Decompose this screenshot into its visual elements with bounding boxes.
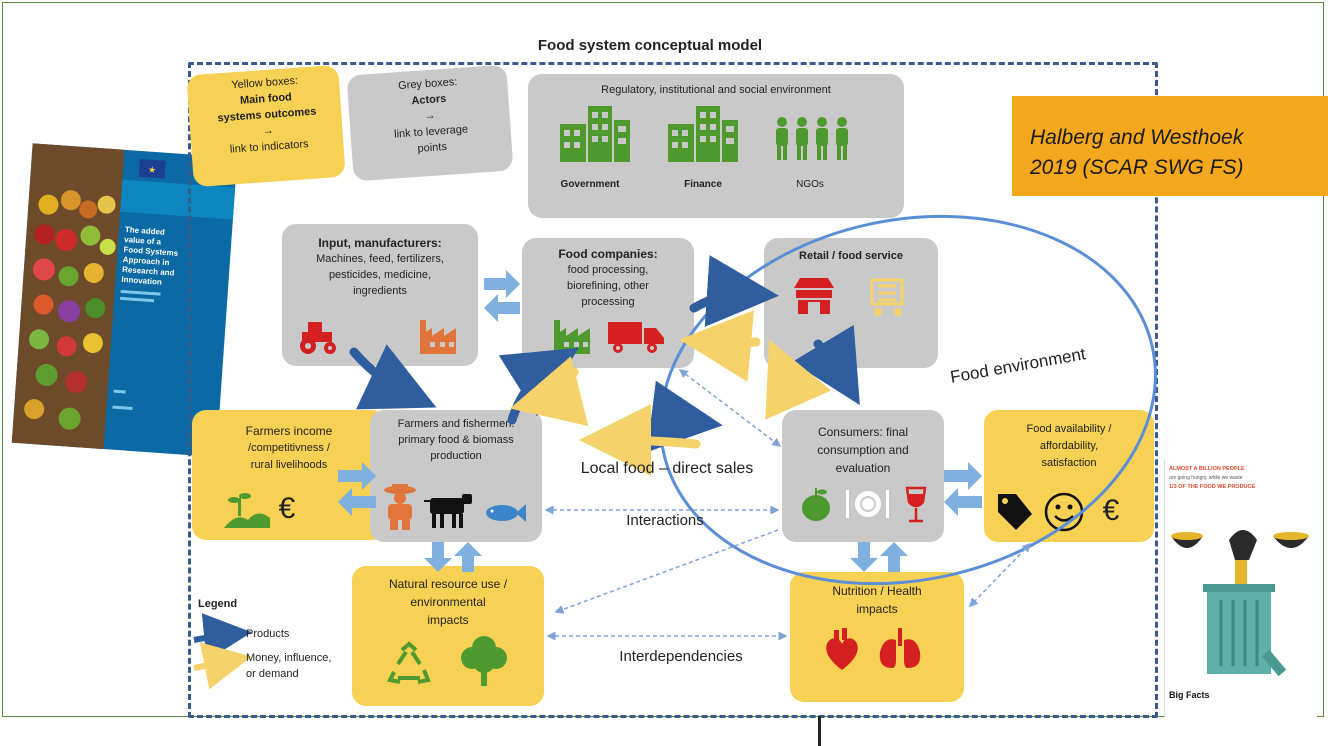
food-companies-line-3: processing bbox=[581, 296, 635, 308]
legend-products-arrow bbox=[193, 613, 252, 661]
cover-title-5: Research and bbox=[122, 265, 175, 278]
product-flow-arrows bbox=[349, 255, 860, 453]
farmers-line-3: production bbox=[430, 450, 482, 462]
nutrition-line-2: impacts bbox=[856, 602, 898, 616]
consumers-line-3: evaluation bbox=[835, 461, 891, 475]
delivery-truck-icon bbox=[608, 320, 664, 359]
interdependencies-label: Interdependencies bbox=[619, 648, 743, 665]
food-companies-box bbox=[522, 238, 694, 368]
legend-money-line-2: or demand bbox=[246, 668, 299, 680]
food-waste-illustration bbox=[1171, 530, 1309, 677]
cover-title-4: Approach in bbox=[123, 255, 170, 267]
market-stall-icon bbox=[792, 276, 836, 321]
poster-headline-1: ALMOST A BILLION PEOPLE bbox=[1169, 466, 1245, 472]
input-title: Input, manufacturers: bbox=[318, 236, 442, 250]
nutrition-line-1: Nutrition / Health bbox=[832, 584, 922, 598]
farmer-icon bbox=[380, 482, 420, 535]
interactions-label: Interactions bbox=[626, 512, 704, 529]
natural-line-1: Natural resource use / bbox=[388, 577, 508, 591]
tractor-icon bbox=[296, 318, 340, 359]
factory-green-icon bbox=[552, 318, 596, 359]
input-food-companies-arrows bbox=[484, 270, 520, 322]
government-label: Government bbox=[560, 179, 620, 190]
poster-footer: Big Facts bbox=[1169, 690, 1210, 700]
retail-title: Retail / food service bbox=[799, 250, 903, 262]
regulatory-title: Regulatory, institutional and social env… bbox=[601, 84, 831, 96]
interaction-dashed-lines bbox=[544, 369, 1032, 641]
legend-products: Products bbox=[246, 628, 290, 640]
shopping-cart-icon bbox=[866, 276, 910, 323]
ngos-label: NGOs bbox=[796, 179, 824, 190]
input-line-3: ingredients bbox=[353, 285, 407, 297]
people-group-icon bbox=[772, 116, 852, 167]
plate-cutlery-icon bbox=[846, 488, 890, 525]
natural-line-2: environmental bbox=[410, 595, 486, 609]
food-environment-circle bbox=[659, 214, 1157, 586]
food-companies-line-1: food processing, bbox=[567, 264, 649, 276]
cover-title-2: value of a bbox=[124, 235, 162, 247]
poster-headline-3: 1/3 OF THE FOOD WE PRODUCE bbox=[1169, 484, 1256, 490]
heart-organ-icon bbox=[822, 628, 862, 677]
apple-icon bbox=[800, 486, 832, 527]
farmers-income-line-3: rural livelihoods bbox=[250, 459, 328, 471]
finance-buildings-icon bbox=[668, 106, 738, 167]
svg-text:★: ★ bbox=[148, 165, 157, 176]
natural-line-3: impacts bbox=[427, 613, 469, 627]
tree-icon bbox=[460, 634, 508, 691]
lungs-icon bbox=[876, 628, 924, 677]
farmers-income-currency: € bbox=[278, 492, 296, 525]
citation-box bbox=[1012, 96, 1328, 196]
recycle-icon bbox=[386, 641, 432, 689]
natural-resource-box bbox=[352, 566, 544, 706]
cover-title-1: The added bbox=[125, 225, 166, 237]
income-farmers-arrows bbox=[338, 462, 376, 516]
diagram-title: Food system conceptual model bbox=[537, 37, 763, 54]
legend-money-line-1: Money, influence, bbox=[246, 652, 332, 664]
input-line-2: pesticides, medicine, bbox=[328, 269, 432, 281]
input-line-1: Machines, feed, fertilizers, bbox=[316, 253, 444, 265]
government-buildings-icon bbox=[560, 106, 630, 167]
legend-title: Legend bbox=[198, 598, 238, 610]
farmers-income-line-1: Farmers income bbox=[245, 424, 333, 438]
consumers-nutrition-arrows bbox=[850, 542, 908, 572]
farmers-income-line-2: /competitivness / bbox=[248, 442, 330, 454]
citation-line-1: Halberg and Westhoek bbox=[1030, 126, 1244, 149]
farmers-line-1: Farmers and fishermen: bbox=[397, 418, 515, 430]
farmers-natural-arrows bbox=[424, 542, 482, 572]
poster-headline-2: are going hungry, while we waste bbox=[1169, 475, 1243, 481]
consumers-availability-arrows bbox=[944, 462, 982, 516]
availability-line-1: Food availability / bbox=[1026, 423, 1112, 435]
cover-title-3: Food Systems bbox=[123, 245, 179, 258]
food-companies-line-2: biorefining, other bbox=[567, 280, 649, 292]
nutrition-box bbox=[790, 572, 964, 702]
legend-money-arrow bbox=[193, 642, 252, 690]
availability-line-2: affordability, bbox=[1039, 440, 1099, 452]
food-companies-title: Food companies: bbox=[558, 247, 658, 261]
fish-icon bbox=[482, 502, 526, 529]
consumers-line-1: Consumers: final bbox=[817, 425, 909, 439]
consumers-line-2: consumption and bbox=[817, 443, 909, 457]
availability-currency: € bbox=[1102, 494, 1120, 527]
price-tag-icon bbox=[994, 490, 1034, 537]
finance-label: Finance bbox=[684, 179, 722, 190]
citation-line-2: 2019 (SCAR SWG FS) bbox=[1030, 156, 1244, 179]
farmers-line-2: primary food & biomass bbox=[398, 434, 514, 446]
cow-icon bbox=[422, 494, 472, 533]
cover-title-6: Innovation bbox=[121, 275, 162, 287]
availability-line-3: satisfaction bbox=[1041, 457, 1097, 469]
wine-glass-icon bbox=[904, 486, 928, 529]
local-food-label: Local food – direct sales bbox=[580, 460, 754, 477]
model-boundary bbox=[188, 62, 1158, 718]
big-facts-poster: ALMOST A BILLION PEOPLE are going hungry… bbox=[1164, 460, 1317, 718]
landscape-sprout-icon bbox=[224, 488, 270, 533]
report-cover-image: ★ The added value of a Food Systems Appr… bbox=[11, 140, 238, 460]
bottom-mark bbox=[818, 716, 821, 746]
